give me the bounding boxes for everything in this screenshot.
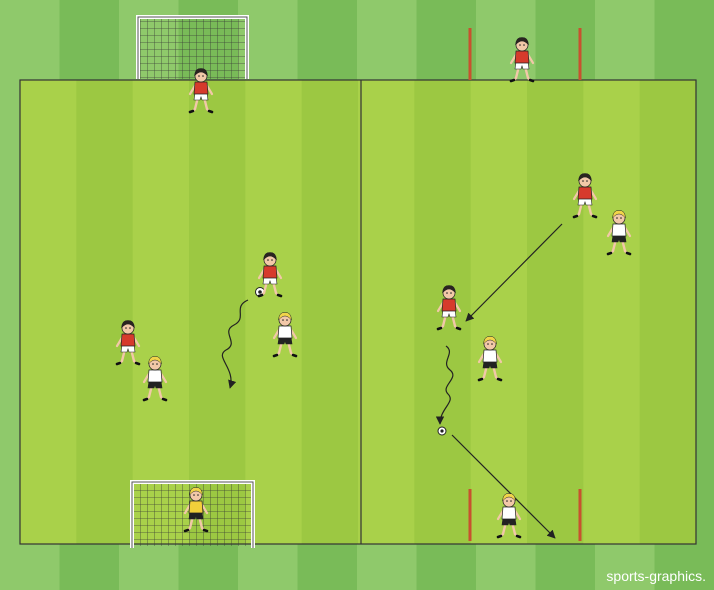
field-stripe [358, 80, 415, 544]
field-stripe [20, 80, 77, 544]
top-goal [138, 17, 247, 79]
field-stripe [133, 80, 190, 544]
field-stripe [245, 80, 302, 544]
field-stripe [471, 80, 528, 544]
field-stripe [583, 80, 640, 544]
field-stripe [76, 80, 133, 544]
ball [438, 427, 446, 435]
playing-area [20, 80, 697, 544]
field-stripe [640, 80, 697, 544]
watermark: sports-graphics. [606, 568, 706, 584]
field-stripe [527, 80, 584, 544]
field-stripe [302, 80, 359, 544]
field-stripe [189, 80, 246, 544]
